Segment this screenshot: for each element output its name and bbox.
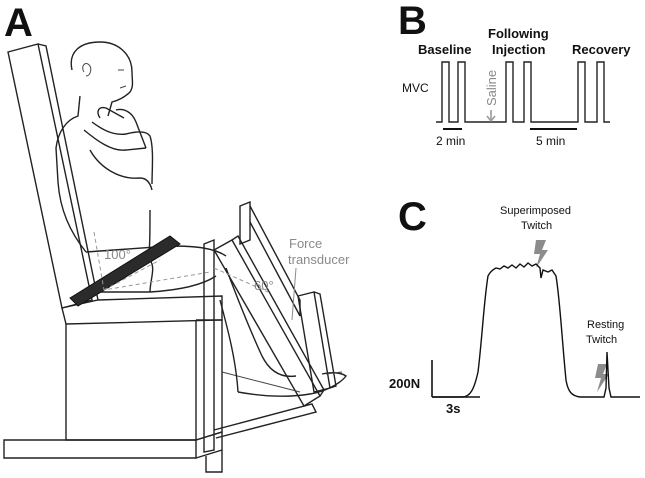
saline-marker: Saline [484, 70, 499, 123]
saline-label: Saline [484, 70, 499, 106]
scale-time-label: 3s [446, 401, 460, 416]
recovery-label: Recovery [572, 42, 631, 57]
scale-2min-label: 2 min [436, 134, 465, 148]
following-label-line2: Injection [492, 42, 546, 57]
baseline-label: Baseline [418, 42, 471, 57]
chair-illustration [3, 43, 337, 473]
scale-5min-label: 5 min [536, 134, 565, 148]
force-transducer-leader [291, 267, 297, 321]
scale-force-label: 200N [389, 376, 420, 391]
resting-label-line1: Resting [587, 319, 624, 331]
knee-angle-label: 60° [254, 278, 274, 293]
superimposed-label-line1: Superimposed [500, 205, 571, 217]
mvc-protocol-trace [436, 61, 610, 123]
force-label-line2: transducer [288, 252, 350, 267]
panel-c-letter: C [398, 195, 427, 239]
force-trace [432, 262, 640, 398]
superimposed-label-line2: Twitch [521, 220, 552, 232]
hip-angle-label: 100° [104, 247, 131, 262]
seated-person [55, 41, 348, 397]
panel-a-letter: A [4, 1, 33, 45]
force-label-line1: Force [289, 236, 322, 251]
resting-label-line2: Twitch [586, 334, 617, 346]
resting-bolt-icon [595, 364, 609, 392]
mvc-label: MVC [402, 81, 429, 95]
following-label-line1: Following [488, 26, 549, 41]
superimposed-bolt-icon [534, 240, 548, 268]
panel-b-letter: B [398, 0, 427, 43]
